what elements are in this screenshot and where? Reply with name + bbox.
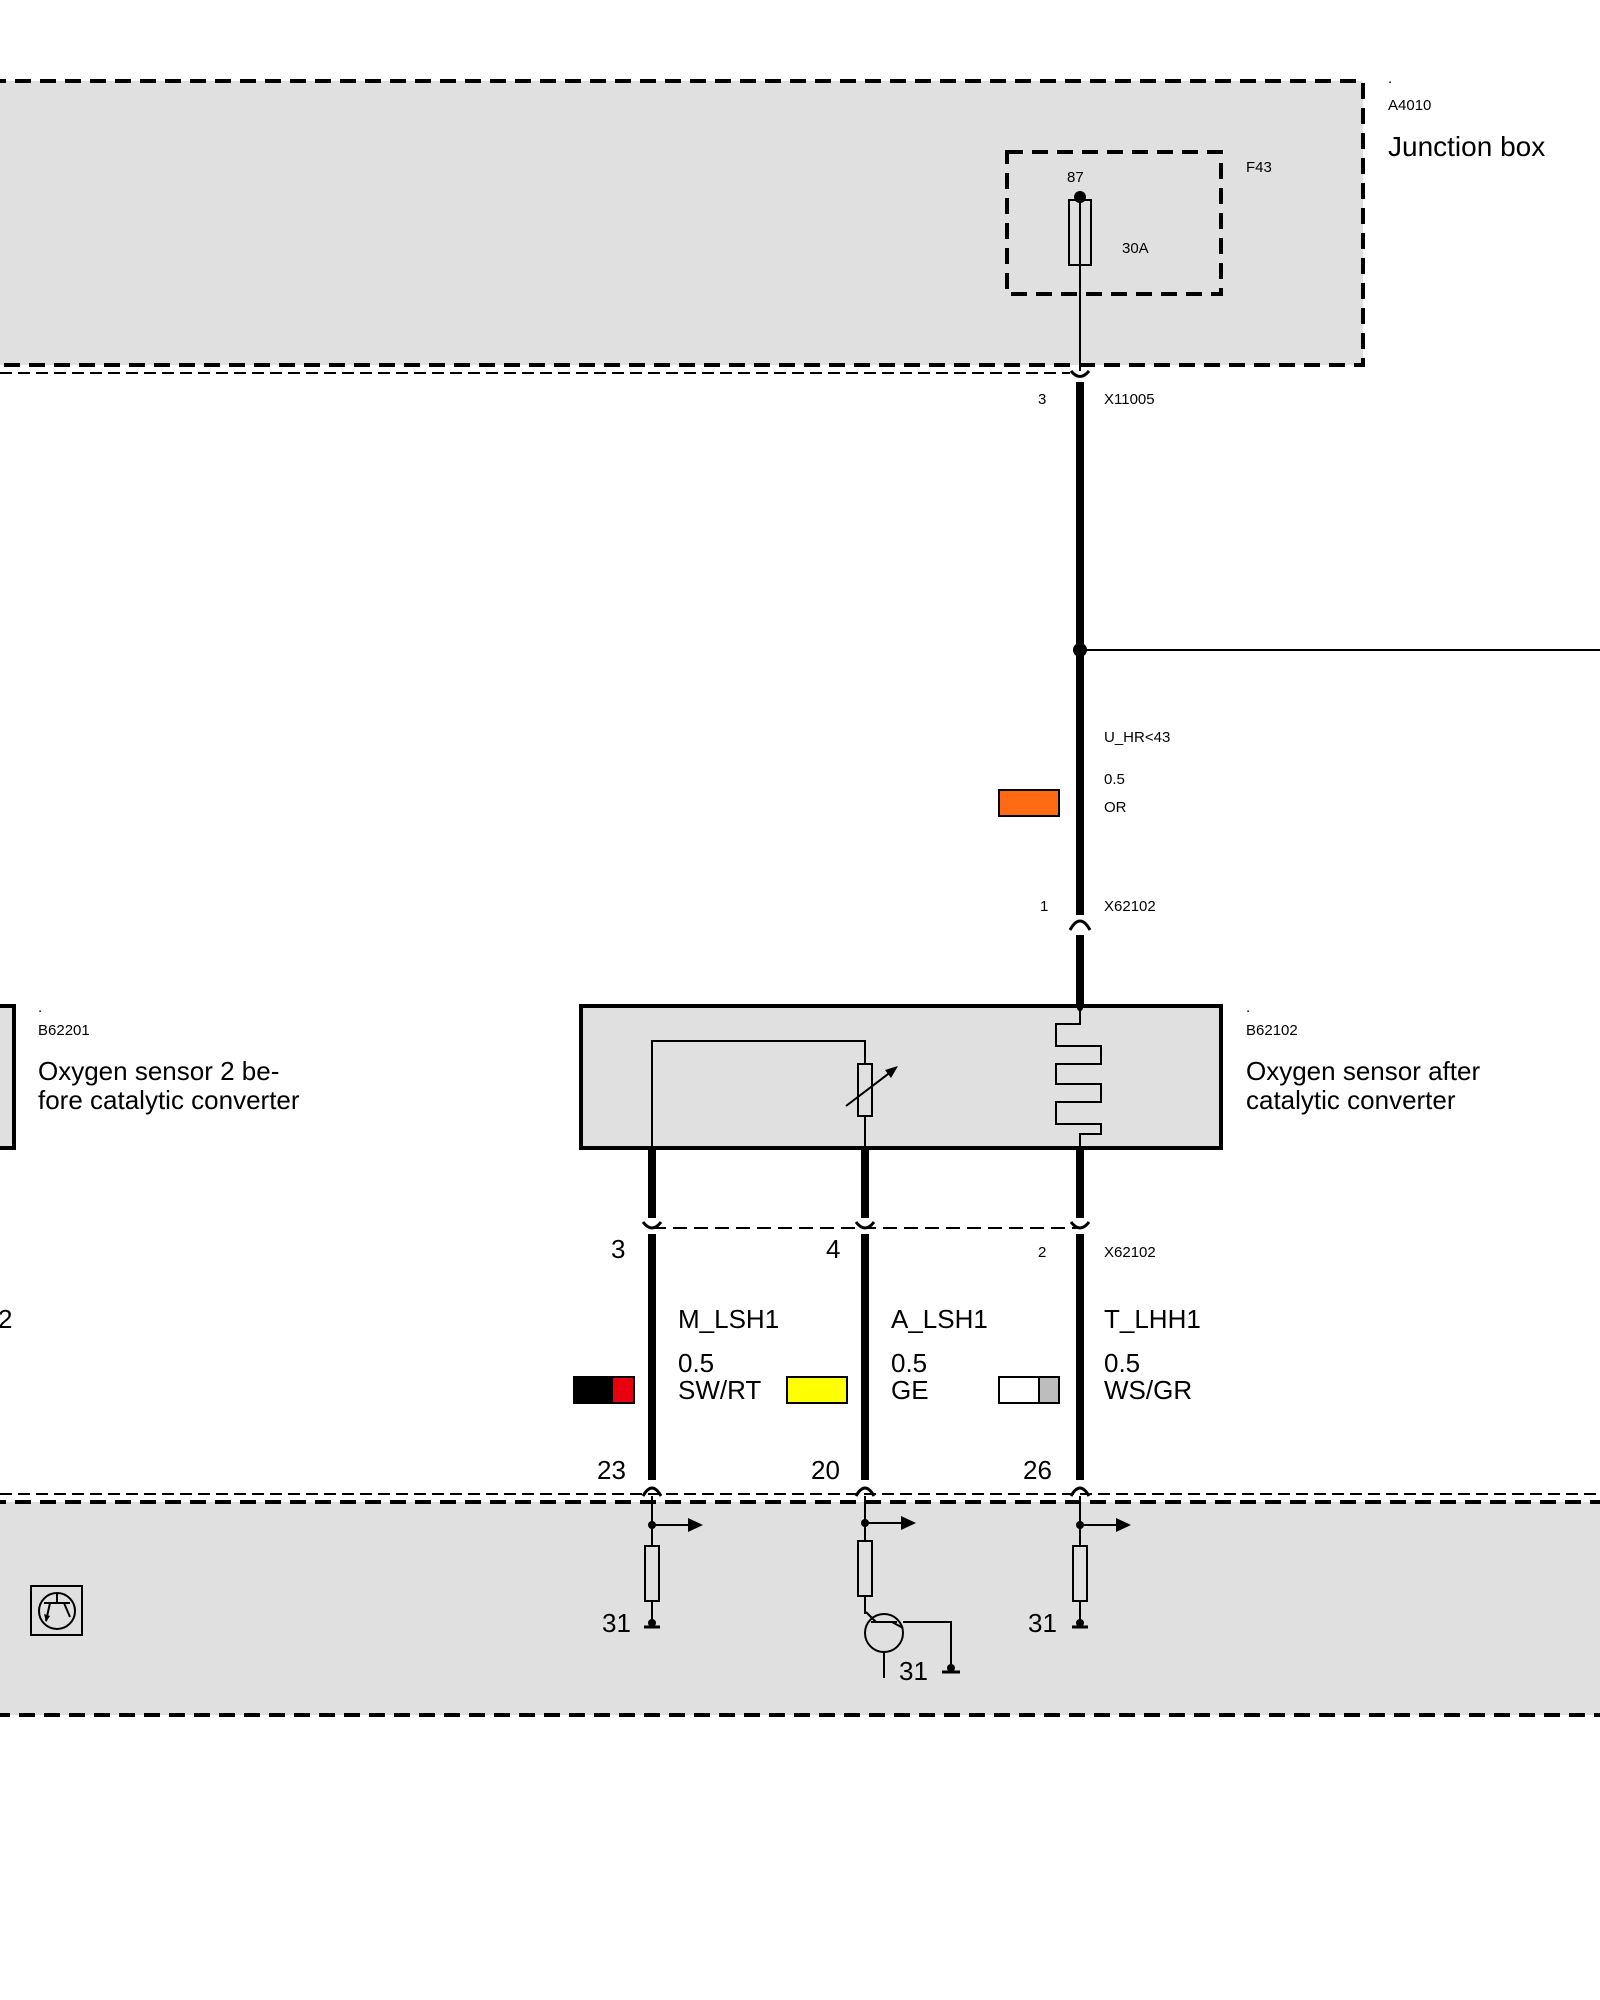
wire-label-size: 0.5 bbox=[891, 1348, 927, 1378]
connector-x62102-bottom-code: X62102 bbox=[1104, 1244, 1156, 1261]
wire-color-swatch-grey bbox=[1038, 1376, 1060, 1404]
wire-label-size: 0.5 bbox=[1104, 1348, 1140, 1378]
connector-x62102-top-code: X62102 bbox=[1104, 898, 1156, 915]
sensor-b62102-name-line2: catalytic converter bbox=[1246, 1085, 1456, 1115]
wire-label-size: 0.5 bbox=[678, 1348, 714, 1378]
connector-x11005-pin: 3 bbox=[1038, 391, 1046, 408]
bottom-wires: M_LSH1 0.5 SW/RT A_LSH1 0.5 GE T_LHH1 0.… bbox=[573, 1234, 1201, 1480]
sensor-b62201-dot: . bbox=[38, 999, 42, 1016]
ground-label: 31 bbox=[899, 1656, 928, 1686]
fuse-pin: 87 bbox=[1067, 169, 1084, 186]
ecu-pin: 20 bbox=[811, 1455, 840, 1485]
sensor-b62201-code: B62201 bbox=[38, 1022, 90, 1039]
connector-x62102-top-pin: 1 bbox=[1040, 898, 1048, 915]
wire-color-swatch-red bbox=[611, 1376, 635, 1404]
ground-label: 31 bbox=[1028, 1608, 1057, 1638]
wire-label-color-code: WS/GR bbox=[1104, 1375, 1192, 1405]
supply-wire: U_HR<43 0.5 OR bbox=[998, 382, 1600, 915]
sensor-b62102-name-line1: Oxygen sensor after bbox=[1246, 1056, 1480, 1086]
input-stage-1: 31 bbox=[602, 1496, 703, 1638]
supply-wire-signal: U_HR<43 bbox=[1104, 729, 1170, 746]
transistor-icon bbox=[30, 1585, 83, 1636]
wire-color-swatch-yellow bbox=[786, 1376, 848, 1404]
connector-x11005-code: X11005 bbox=[1104, 391, 1155, 408]
connector-x11005: 3 X11005 bbox=[1038, 369, 1155, 408]
supply-wire-color-code: OR bbox=[1104, 799, 1127, 816]
input-stage-3: 31 bbox=[1028, 1496, 1131, 1638]
fuse-rating: 30A bbox=[1122, 240, 1149, 257]
junction-box-dot: . bbox=[1388, 70, 1392, 87]
connector-x62102-top: 1 X62102 bbox=[1040, 898, 1156, 1006]
wire-label-signal: A_LSH1 bbox=[891, 1304, 988, 1334]
junction-box: . A4010 Junction box bbox=[0, 70, 1545, 374]
fuse-code: F43 bbox=[1246, 159, 1272, 176]
fuse-f43: F43 87 30A bbox=[1005, 150, 1272, 371]
sensor-b62201-name-line1: Oxygen sensor 2 be- bbox=[38, 1056, 279, 1086]
wire-label-color-code: GE bbox=[891, 1375, 929, 1405]
wire-label-signal: M_LSH1 bbox=[678, 1304, 779, 1334]
supply-wire-size: 0.5 bbox=[1104, 771, 1125, 788]
supply-wire-color-swatch bbox=[998, 789, 1060, 817]
sensor-b62102: . B62102 Oxygen sensor after catalytic c… bbox=[579, 999, 1480, 1150]
connector-pin-3: 3 bbox=[611, 1234, 625, 1264]
junction-box-name: Junction box bbox=[1388, 131, 1545, 162]
ecu-pin: 26 bbox=[1023, 1455, 1052, 1485]
sensor-b62201-name-line2: fore catalytic converter bbox=[38, 1085, 300, 1115]
sensor-b62102-code: B62102 bbox=[1246, 1022, 1298, 1039]
wire-label-color-code: SW/RT bbox=[678, 1375, 761, 1405]
wire-label-signal: T_LHH1 bbox=[1104, 1304, 1201, 1334]
connector-x62102-bottom: 3 4 2 X62102 bbox=[611, 1148, 1156, 1264]
heater-element-symbol bbox=[1055, 1010, 1102, 1148]
wire-color-swatch-white bbox=[998, 1376, 1040, 1404]
edge-label-fragment: 2 bbox=[0, 1304, 12, 1334]
input-stage-2: 31 bbox=[857, 1496, 960, 1686]
connector-pin-2: 2 bbox=[1038, 1244, 1046, 1261]
ecu-pin: 23 bbox=[597, 1455, 626, 1485]
connector-pin-4: 4 bbox=[826, 1234, 840, 1264]
ecu-module: 2 23 20 26 31 bbox=[0, 1304, 1600, 1717]
wire-color-swatch-black bbox=[573, 1376, 613, 1404]
sensor-b62102-dot: . bbox=[1246, 999, 1250, 1016]
ground-label: 31 bbox=[602, 1608, 631, 1638]
sensor-b62201: . B62201 Oxygen sensor 2 be- fore cataly… bbox=[0, 999, 300, 1150]
junction-box-code: A4010 bbox=[1388, 97, 1431, 114]
fuse-symbol bbox=[1068, 199, 1092, 266]
